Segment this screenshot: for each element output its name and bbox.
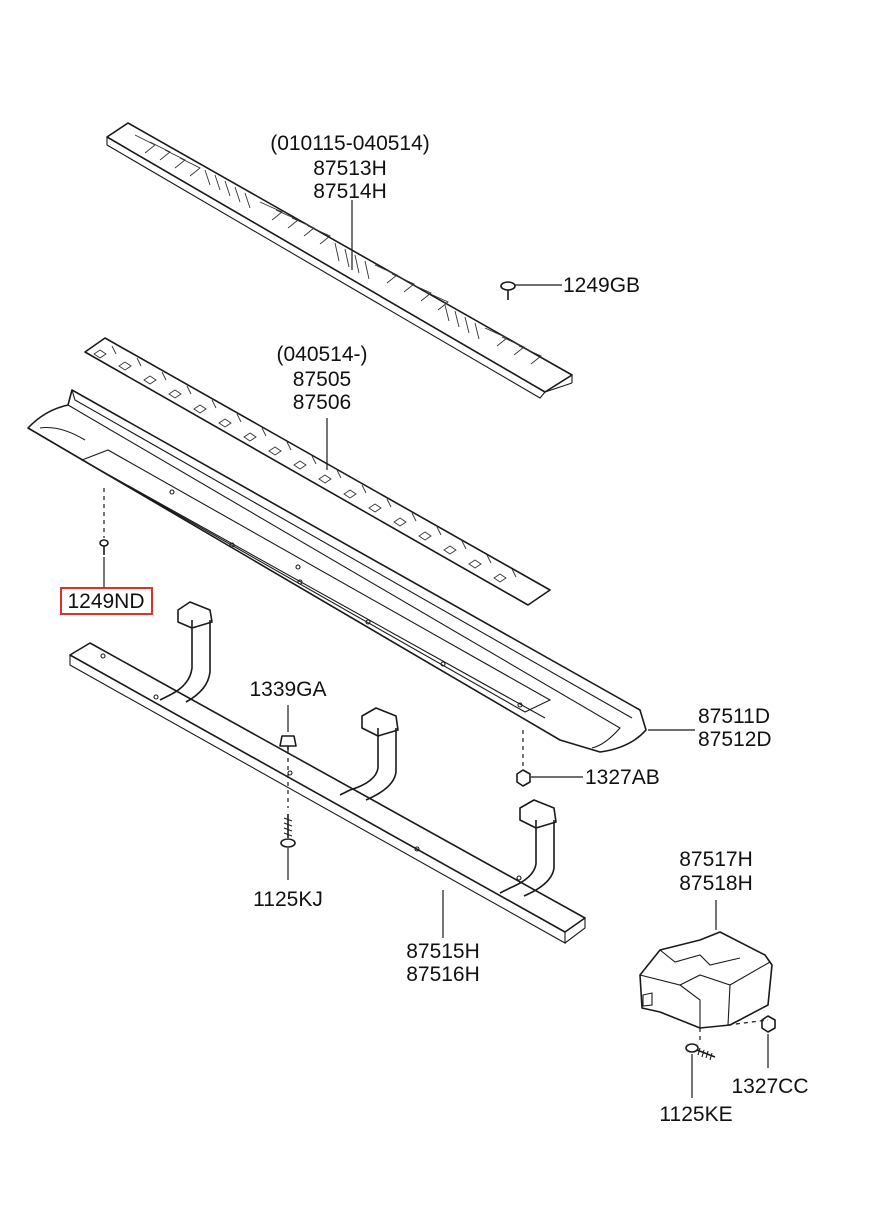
screw-1249gb-icon[interactable]	[500, 281, 516, 300]
label-1249ND[interactable]: 1249ND	[67, 590, 144, 613]
label-1327AB[interactable]: 1327AB	[585, 766, 660, 789]
screw-1249nd-icon[interactable]	[99, 539, 109, 555]
label-87513H[interactable]: 87513H	[313, 157, 387, 180]
label-1249GB[interactable]: 1249GB	[563, 274, 640, 297]
label-87517H[interactable]: 87517H	[679, 848, 753, 871]
label-87516H[interactable]: 87516H	[406, 963, 480, 986]
label-1125KE[interactable]: 1125KE	[659, 1103, 732, 1126]
nut-1327ab-icon[interactable]	[516, 769, 531, 787]
label-upper-range: (010115-040514)	[270, 132, 430, 155]
label-lower-range: (040514-)	[276, 343, 367, 366]
clip-1339ga-icon[interactable]	[279, 735, 297, 750]
label-87515H[interactable]: 87515H	[406, 940, 480, 963]
tread-plate[interactable]	[84, 337, 551, 606]
highlight-box-1249nd[interactable]	[60, 587, 153, 615]
support-bracket[interactable]	[69, 601, 586, 944]
label-87512D[interactable]: 87512D	[698, 728, 772, 751]
nut-1327cc-icon[interactable]	[761, 1015, 776, 1033]
label-87505[interactable]: 87505	[293, 368, 351, 391]
end-cap[interactable]	[639, 931, 773, 1029]
label-87506[interactable]: 87506	[293, 391, 351, 414]
label-87518H[interactable]: 87518H	[679, 872, 753, 895]
label-1125KJ[interactable]: 1125KJ	[253, 888, 323, 911]
label-87511D[interactable]: 87511D	[698, 705, 770, 728]
step-plate-upper[interactable]	[106, 122, 573, 399]
label-87514H[interactable]: 87514H	[313, 180, 387, 203]
running-board[interactable]	[27, 389, 647, 753]
bolt-1125ke-icon[interactable]	[685, 1043, 716, 1061]
label-1327CC[interactable]: 1327CC	[731, 1075, 808, 1098]
label-1339GA[interactable]: 1339GA	[249, 678, 326, 701]
bolt-1125kj-icon[interactable]	[280, 814, 296, 848]
